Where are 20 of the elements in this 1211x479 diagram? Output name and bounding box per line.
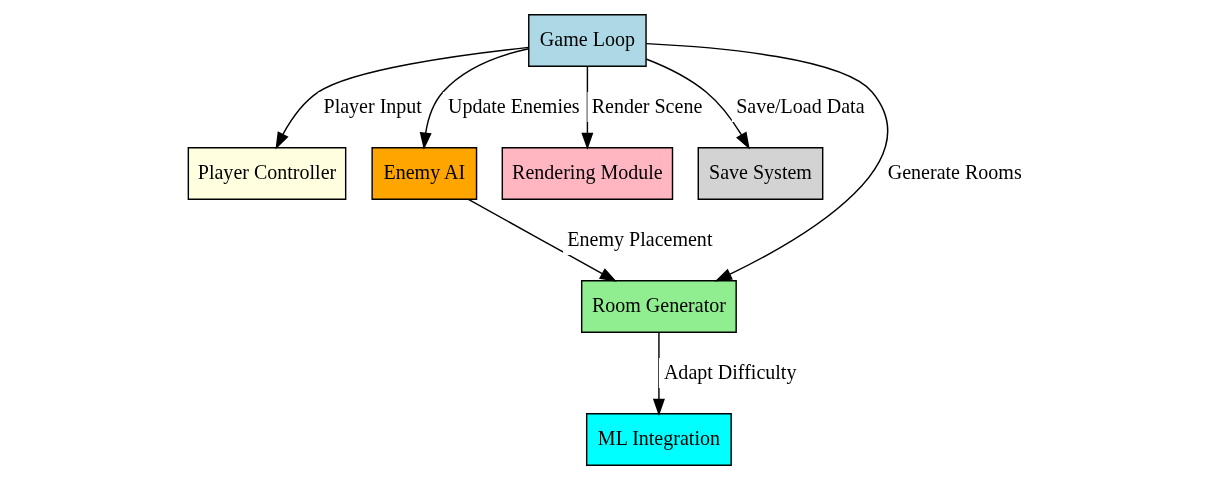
- node-box: Game Loop: [527, 13, 647, 67]
- arrow: [274, 46, 529, 149]
- edge-label: Enemy Placement: [566, 227, 712, 250]
- node-box: Enemy AI: [370, 146, 477, 200]
- node-box: Room Generator: [580, 279, 737, 333]
- edge-label: Update Enemies: [447, 94, 580, 117]
- node-box: Player Controller: [187, 146, 346, 200]
- edge-label: Generate Rooms: [887, 161, 1022, 183]
- arrow: [644, 57, 750, 149]
- node-box: Rendering Module: [501, 146, 673, 200]
- arrow: [467, 198, 617, 282]
- edge-label: Adapt Difficulty: [663, 360, 796, 383]
- arrow: [652, 331, 665, 416]
- arrow: [419, 47, 529, 150]
- edge-label: Render Scene: [591, 94, 702, 117]
- arrow: [645, 42, 888, 281]
- edge-label: Player Input: [323, 94, 422, 117]
- edge-label: Save/Load Data: [735, 94, 865, 117]
- node-box: ML Integration: [585, 412, 732, 466]
- node-box: Save System: [697, 146, 823, 200]
